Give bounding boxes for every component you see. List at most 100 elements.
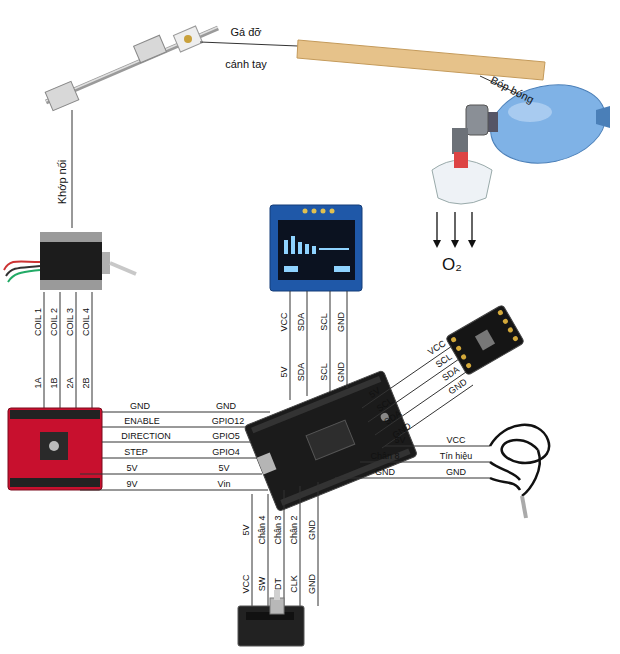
- oled-display: [303, 209, 308, 214]
- oled-display: [270, 205, 362, 291]
- oled-display: [334, 266, 350, 272]
- pulse-sensor: [465, 362, 472, 369]
- part-label: cánh tay: [225, 59, 267, 70]
- rotary-encoder: [274, 590, 280, 600]
- wire: [102, 427, 268, 428]
- pin-label: SW: [258, 577, 267, 592]
- temperature-probe: [522, 496, 526, 518]
- pin-label: GND: [337, 362, 346, 382]
- pin-label: 5V: [218, 464, 229, 473]
- pulse-sensor: [450, 336, 457, 343]
- wire: [80, 474, 262, 475]
- oled-display: [305, 244, 309, 254]
- part-label: Gá đỡ: [230, 27, 261, 38]
- wire: [92, 292, 93, 408]
- oled-display: [284, 266, 298, 272]
- pulse-sensor: [475, 330, 495, 351]
- stepper-driver: [40, 432, 68, 460]
- wire: [268, 494, 269, 606]
- pin-label: GPIO5: [212, 432, 240, 441]
- pin-label: ENABLE: [124, 417, 160, 426]
- ambu-bag: [454, 152, 468, 168]
- pin-label: Tín hiệu: [440, 452, 473, 461]
- ambu-bag: [452, 128, 468, 154]
- oled-display: [278, 220, 355, 280]
- pin-label: SDA: [297, 313, 306, 332]
- oled-display: [330, 209, 335, 214]
- pin-label: GND: [308, 574, 317, 594]
- pulse-sensor: [445, 304, 524, 375]
- flow-arrow: [471, 212, 472, 244]
- pin-label: DIRECTION: [121, 432, 171, 441]
- rotary-encoder: [238, 590, 304, 646]
- wire: [102, 442, 264, 443]
- temperature-probe: [490, 425, 549, 518]
- stepper-driver: [8, 408, 102, 490]
- oled-display: [291, 236, 295, 254]
- pin-label: 1B: [50, 377, 59, 388]
- pin-label: SDA: [297, 363, 306, 382]
- pin-label: COIL 3: [66, 308, 75, 336]
- pin-label: GPIO12: [212, 417, 245, 426]
- ambu-bag: [483, 75, 612, 173]
- flow-arrow: [454, 212, 455, 244]
- pin-label: GPIO4: [212, 448, 240, 457]
- stepper-motor: [4, 232, 136, 290]
- pin-label: CLK: [290, 575, 299, 593]
- wire: [80, 490, 268, 491]
- arduino-board: [257, 453, 277, 475]
- wire: [318, 482, 319, 606]
- stepper-motor: [40, 232, 102, 242]
- pin-label: Chân 2: [290, 515, 299, 544]
- wire: [60, 292, 61, 408]
- leader-line: [72, 110, 73, 228]
- pin-label: VCC: [446, 436, 465, 445]
- pin-label: Chân 8: [370, 452, 399, 461]
- stepper-motor: [102, 252, 110, 274]
- stepper-motor: [8, 270, 40, 282]
- wire: [252, 494, 253, 606]
- pin-label: VCC: [242, 574, 251, 593]
- oled-display: [321, 209, 326, 214]
- temperature-probe: [490, 462, 520, 480]
- linear-rail: [45, 26, 218, 111]
- arduino-board: [251, 376, 381, 433]
- pulse-sensor: [460, 354, 467, 361]
- stepper-motor: [40, 280, 102, 290]
- wire: [362, 346, 452, 408]
- leader-line: [200, 42, 298, 46]
- wire: [290, 291, 291, 400]
- oled-display: [319, 248, 349, 250]
- pin-label: GND: [447, 378, 469, 397]
- pulse-sensor: [512, 335, 519, 342]
- linear-rail: [134, 35, 167, 63]
- pin-label: SCL: [320, 363, 329, 381]
- pin-label: COIL 4: [82, 308, 91, 336]
- temperature-probe: [522, 450, 540, 496]
- pin-label: GND: [216, 402, 236, 411]
- stepper-driver: [10, 410, 100, 419]
- stepper-driver: [10, 478, 100, 487]
- pin-label: GND: [446, 468, 466, 477]
- oled-display: [312, 246, 316, 254]
- pin-label: VCC: [280, 312, 289, 331]
- rotary-encoder: [270, 598, 284, 614]
- wire: [307, 291, 308, 396]
- wire: [382, 385, 473, 448]
- pin-label: 2B: [82, 377, 91, 388]
- oled-display: [312, 209, 317, 214]
- gas-label: O₂: [442, 256, 462, 273]
- pin-label: COIL 1: [34, 308, 43, 336]
- linear-rail: [45, 81, 79, 110]
- pin-label: Chân 3: [274, 515, 283, 544]
- pulse-sensor: [455, 345, 462, 352]
- stepper-motor: [40, 232, 102, 290]
- oled-display: [284, 240, 288, 254]
- linear-rail: [184, 35, 192, 43]
- pin-label: GND: [337, 312, 346, 332]
- ambu-bag: [432, 75, 613, 204]
- stepper-driver: [8, 408, 102, 490]
- wire: [102, 412, 270, 413]
- wire: [347, 291, 348, 388]
- wire: [44, 292, 45, 408]
